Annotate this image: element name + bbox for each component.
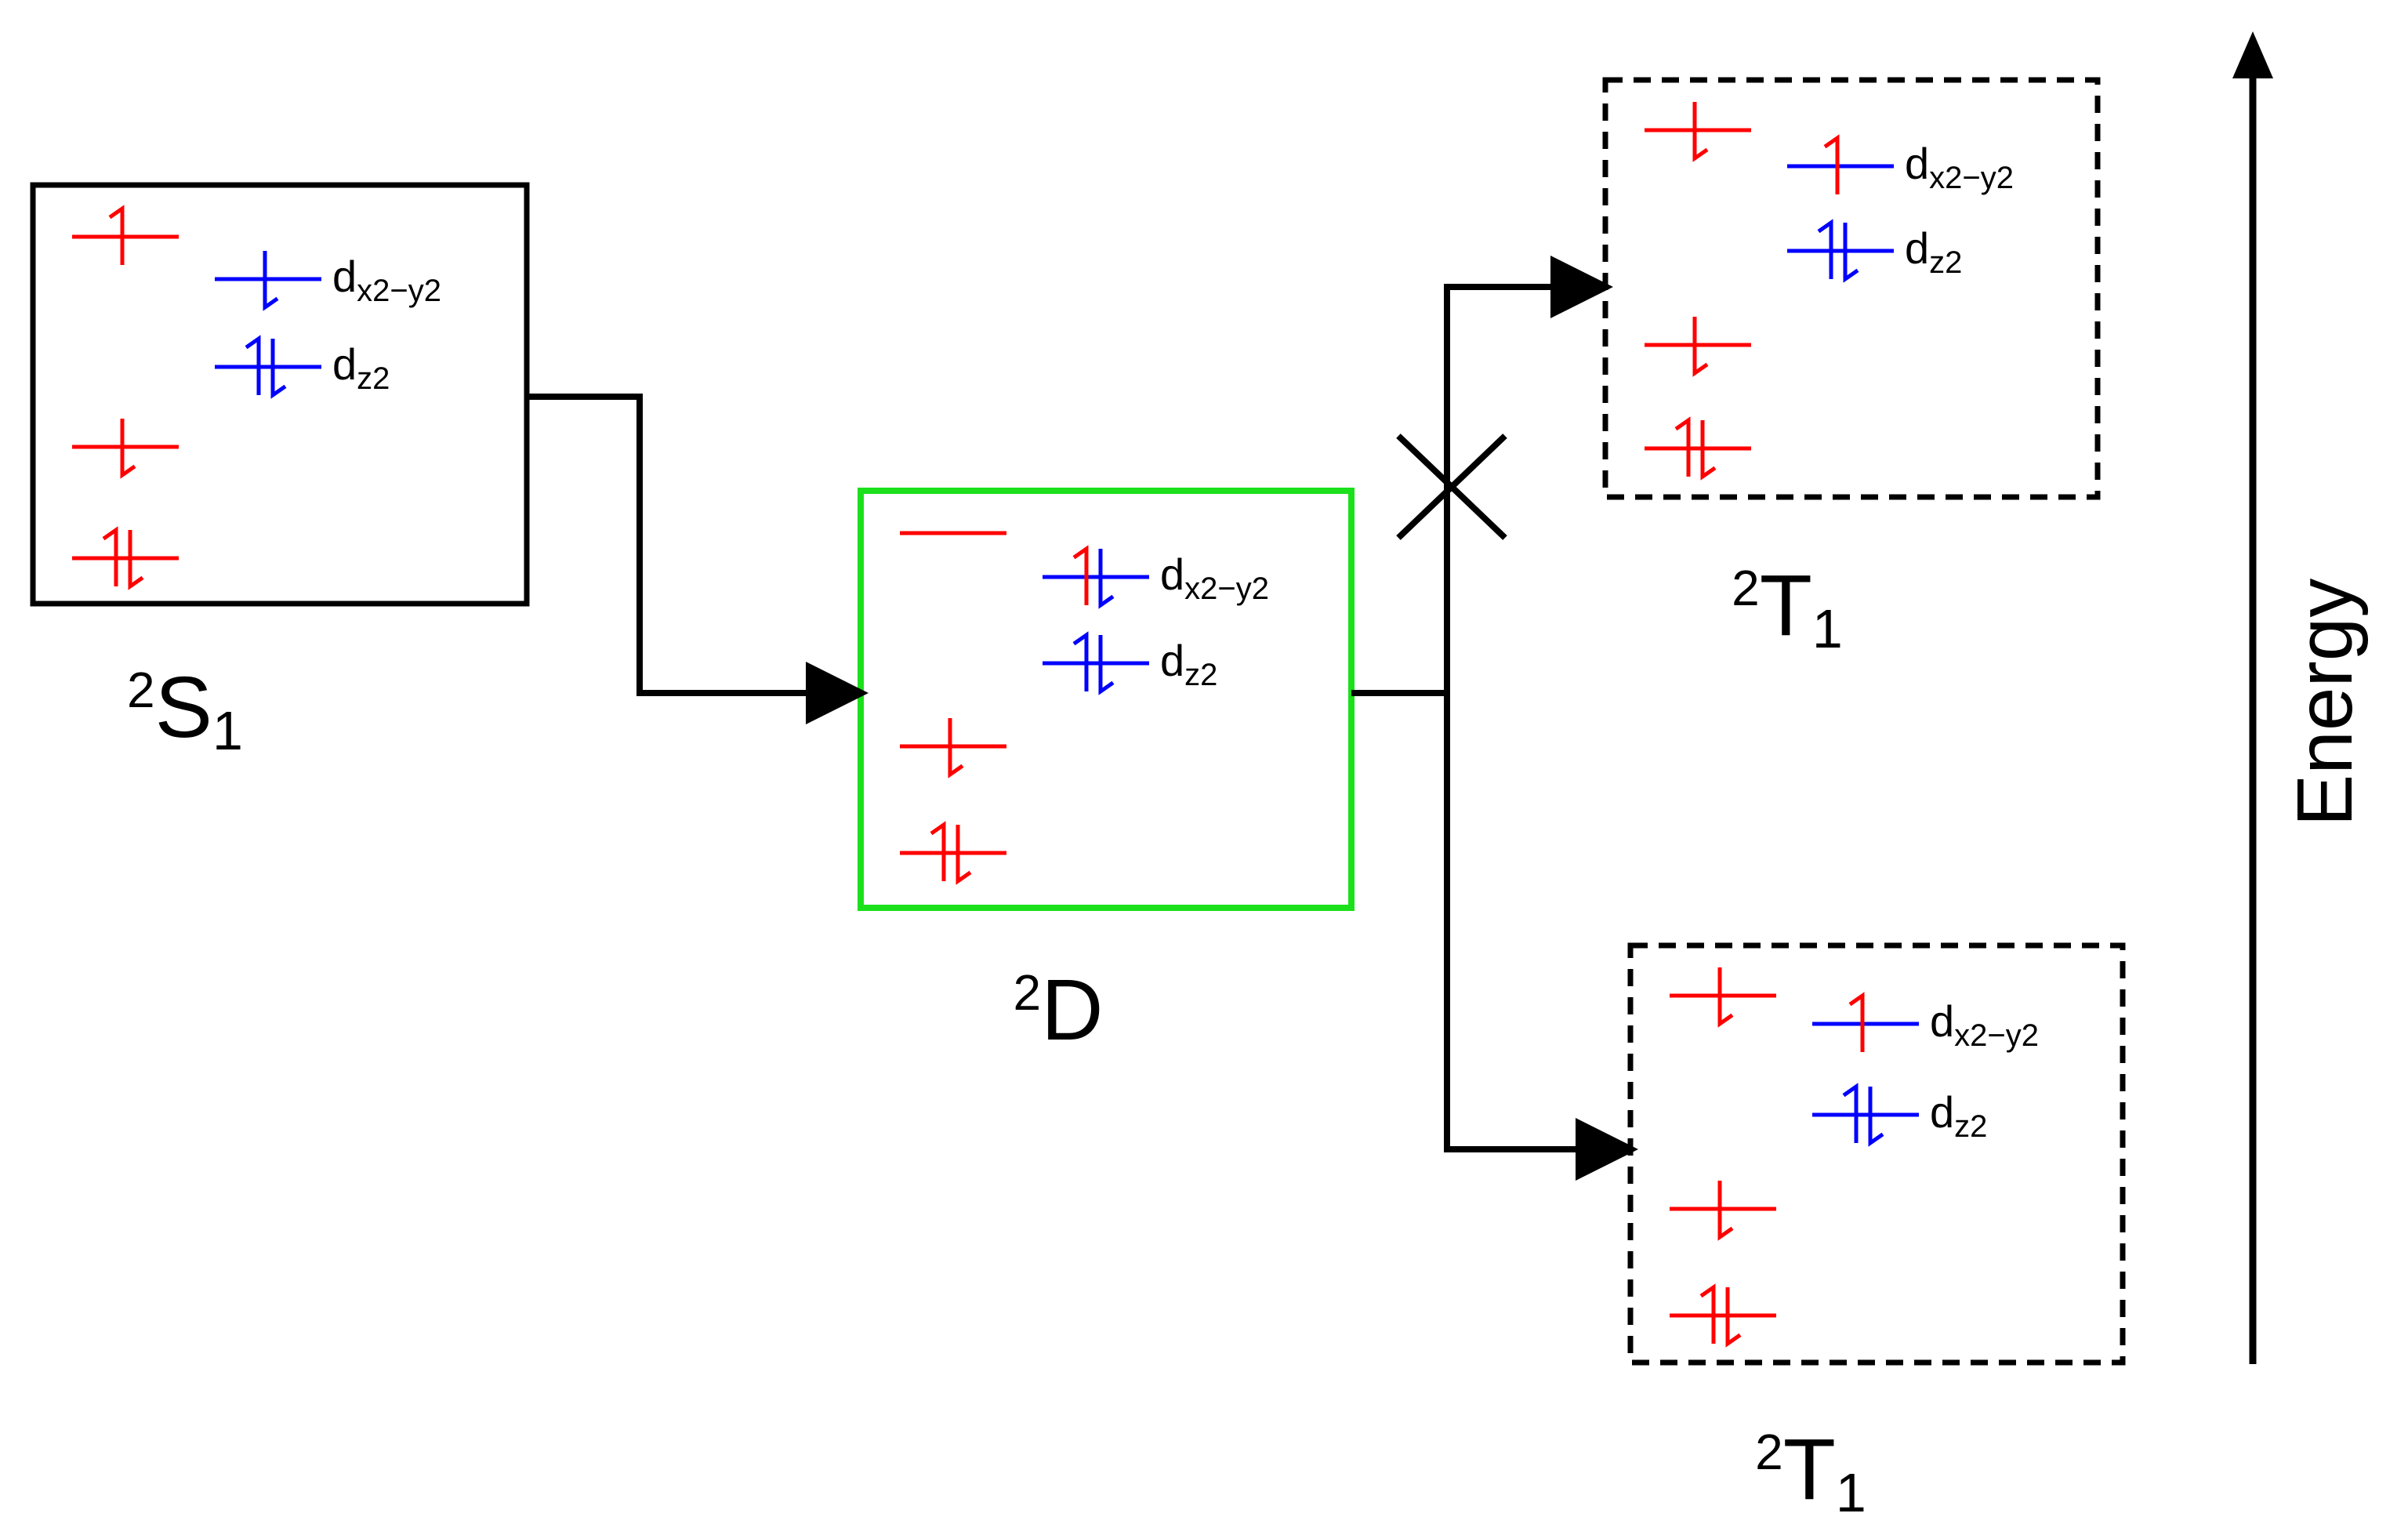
spin-down-arrow <box>120 419 136 479</box>
orbital-level-dz2: dz2 <box>1787 219 1962 283</box>
spin-down-arrow <box>263 251 279 311</box>
orbital-label-dz2: dz2 <box>1160 636 1217 692</box>
spin-down-arrow <box>1692 317 1709 377</box>
orbital-label-dx2y2: dx2−y2 <box>1160 550 1269 606</box>
orbital-level-ligand-mid <box>72 419 179 479</box>
spin-up-arrow <box>1072 545 1089 605</box>
orbital-level-ligand-mid <box>1645 317 1751 377</box>
orbital-level-dx2y2: dx2−y2 <box>1043 545 1269 609</box>
spin-down-arrow <box>1843 223 1859 283</box>
spin-up-arrow <box>1699 1283 1716 1344</box>
state-name-T1_lower: 2T1 <box>1755 1421 1866 1523</box>
blocked-cross-icon <box>1396 434 1507 540</box>
energy-axis-arrowhead <box>2232 31 2273 78</box>
orbital-level-ligand-top <box>72 205 179 265</box>
orbital-label-dz2: dz2 <box>1930 1087 1987 1144</box>
spin-up-arrow <box>1072 631 1089 691</box>
orbital-level-dz2: dz2 <box>215 335 390 399</box>
orbital-level-ligand-bottom <box>72 526 179 590</box>
state-name-S1: 2S1 <box>127 659 243 761</box>
spin-down-arrow <box>948 718 964 778</box>
orbital-level-ligand-top <box>1670 967 1776 1028</box>
spin-down-arrow <box>1868 1087 1884 1147</box>
state-name-D: 2D <box>1013 962 1103 1058</box>
spin-up-arrow <box>1674 416 1691 477</box>
spin-up-arrow <box>245 335 261 395</box>
spin-down-arrow <box>956 825 972 885</box>
spin-down-arrow <box>128 530 144 590</box>
state-box-D <box>858 488 1354 911</box>
spin-up-arrow <box>108 205 125 265</box>
spin-down-arrow <box>1717 1181 1734 1241</box>
orbital-label-dz2: dz2 <box>1905 223 1962 280</box>
spin-down-arrow <box>1717 967 1734 1028</box>
orbital-level-dx2y2: dx2−y2 <box>1787 134 2014 195</box>
spin-down-arrow <box>1098 549 1115 609</box>
orbital-level-dx2y2: dx2−y2 <box>215 251 441 311</box>
spin-down-arrow <box>1098 635 1115 695</box>
spin-down-arrow <box>1692 102 1709 162</box>
orbital-level-dz2: dz2 <box>1812 1083 1987 1147</box>
orbital-label-dx2y2: dx2−y2 <box>1905 139 2014 195</box>
state-names: 2S1 2D 2T1 2T1 <box>127 557 1866 1523</box>
orbital-level-ligand-bottom <box>900 821 1006 885</box>
spin-down-arrow <box>1700 420 1717 481</box>
orbital-level-dz2: dz2 <box>1043 631 1217 695</box>
spin-up-arrow <box>1848 992 1865 1052</box>
orbital-level-ligand-top <box>1645 102 1751 162</box>
orbital-level-ligand-mid <box>1670 1181 1776 1241</box>
orbital-level-ligand-bottom <box>1670 1283 1776 1348</box>
orbital-label-dx2y2: dx2−y2 <box>1930 996 2039 1053</box>
state-name-T1_upper: 2T1 <box>1732 557 1843 659</box>
orbital-level-dx2y2: dx2−y2 <box>1812 992 2039 1053</box>
orbital-level-ligand-bottom <box>1645 416 1751 481</box>
state-box-T1-lower <box>1627 942 2126 1366</box>
spin-down-arrow <box>1725 1287 1742 1348</box>
energy-axis-label: Energy <box>2281 579 2369 827</box>
spin-up-arrow <box>1842 1083 1859 1143</box>
orbital-label-dz2: dz2 <box>332 339 390 396</box>
orbital-level-ligand-mid <box>900 718 1006 778</box>
arrow-S1-to-D <box>527 394 869 724</box>
spin-down-arrow <box>270 339 287 399</box>
spin-up-arrow <box>1817 219 1833 279</box>
spin-up-arrow <box>1823 134 1840 194</box>
state-box-T1-upper <box>1602 77 2101 500</box>
orbital-levels: dx2−y2 dz2 dx2−y2 dz2 dx2−y2 dz2 dx2−y2 dz2 <box>72 102 2039 1348</box>
orbital-label-dx2y2: dx2−y2 <box>332 252 441 308</box>
spin-up-arrow <box>930 821 946 881</box>
state-box-S1 <box>30 182 530 607</box>
spin-up-arrow <box>102 526 118 586</box>
